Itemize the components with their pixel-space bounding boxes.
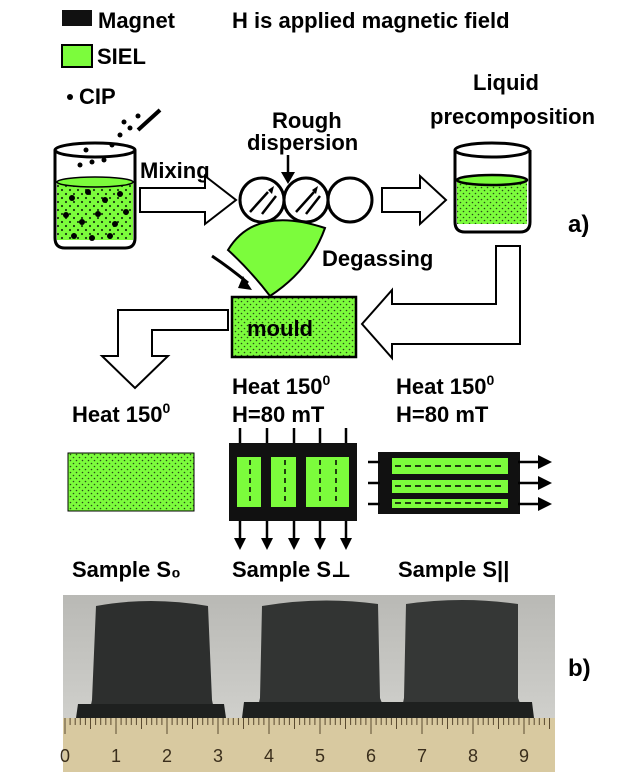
label-degassing: Degassing: [322, 246, 433, 271]
liquid-beaker: [453, 141, 532, 234]
arrow-degassing: [360, 245, 521, 361]
sample-sperp-column: Heat 1500 H=80 mT: [229, 372, 357, 582]
ruler-label: 4: [264, 746, 274, 766]
sample-spar-column: Heat 1500 H=80 mT: [368, 372, 552, 582]
legend-siel: SIEL: [97, 44, 146, 69]
magnet-swatch: [62, 10, 92, 26]
sperp-name: Sample S⊥: [232, 557, 351, 582]
ruler-label: 0: [60, 746, 70, 766]
dispersion-rollers: [238, 176, 374, 224]
label-panel-a: a): [568, 211, 589, 238]
label-liquid: Liquid: [473, 70, 539, 95]
ruler-label: 1: [111, 746, 121, 766]
ruler-label: 9: [519, 746, 529, 766]
legend-field-note: H is applied magnetic field: [232, 8, 510, 33]
sample-s0-column: Heat 1500 Sample S₀: [67, 400, 195, 582]
s0-name: Sample S₀: [72, 557, 181, 582]
ruler-label: 7: [417, 746, 427, 766]
photo-sample-s0: [82, 601, 222, 716]
photo-sample-sperp: [250, 600, 392, 716]
arrow-to-liquid: [381, 173, 448, 227]
spar-sample-block: [368, 452, 552, 514]
ruler-label: 8: [468, 746, 478, 766]
legend: Magnet H is applied magnetic field SIEL …: [61, 8, 510, 109]
ruler-label: 6: [366, 746, 376, 766]
ruler-label: 3: [213, 746, 223, 766]
sperp-sample-block: [229, 428, 357, 550]
s0-sample-block: [67, 452, 195, 512]
spar-field: H=80 mT: [396, 402, 489, 427]
mould: mould: [211, 219, 358, 359]
sperp-heat: Heat 1500: [232, 372, 331, 399]
legend-cip: CIP: [79, 84, 116, 109]
mixing-beaker: [53, 108, 162, 250]
arrow-mixing: [139, 173, 238, 227]
label-mould: mould: [247, 316, 313, 341]
label-panel-b: b): [568, 655, 591, 682]
photo-sample-spar: [396, 600, 530, 716]
spar-name: Sample S||: [398, 557, 509, 582]
ruler: 0 1 2 3 4 5 6 7 8 9: [60, 718, 555, 772]
s0-heat: Heat 1500: [72, 400, 171, 427]
sample-photo: 0 1 2 3 4 5 6 7 8 9: [60, 595, 555, 772]
label-rough: Rough: [272, 108, 342, 133]
label-dispersion: dispersion: [247, 130, 358, 155]
ruler-label: 2: [162, 746, 172, 766]
cip-dot-icon: [67, 94, 73, 100]
siel-swatch: [61, 44, 93, 68]
spar-heat: Heat 1500: [396, 372, 495, 399]
label-mixing: Mixing: [140, 158, 210, 183]
sperp-field: H=80 mT: [232, 402, 325, 427]
ruler-label: 5: [315, 746, 325, 766]
label-precomposition: precomposition: [430, 104, 595, 129]
arrow-to-heating: [99, 309, 229, 390]
legend-magnet: Magnet: [98, 8, 176, 33]
